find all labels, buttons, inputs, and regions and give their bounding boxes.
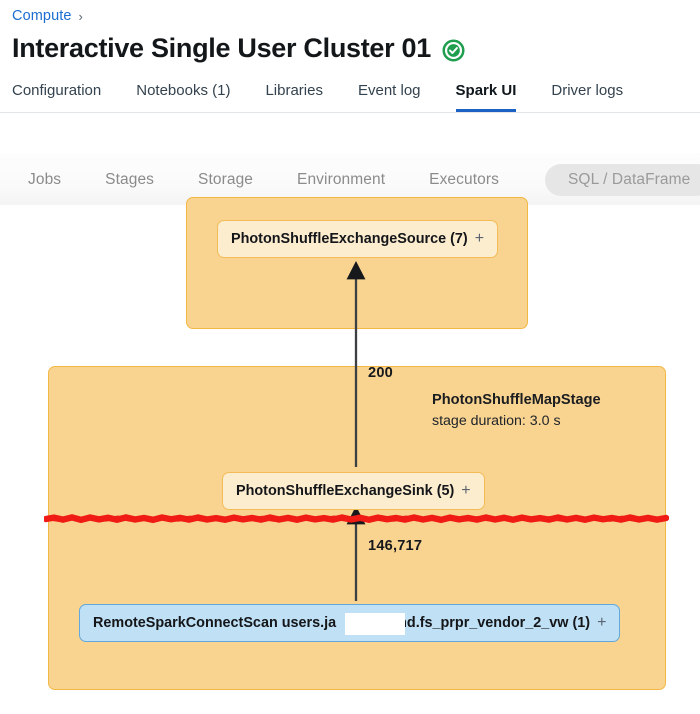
node-photon-shuffle-exchange-sink[interactable]: PhotonShuffleExchangeSink (5) +: [222, 472, 485, 510]
node-photon-shuffle-exchange-source[interactable]: PhotonShuffleExchangeSource (7) +: [217, 220, 499, 258]
sql-query-plan-graph: PhotonShuffleMapStage stage duration: 3.…: [0, 197, 700, 714]
subnav-item-environment[interactable]: Environment: [297, 171, 386, 188]
node-scan-label-after: nd.fs_prpr_vendor_2_vw (1): [398, 615, 591, 631]
tab-spark-ui[interactable]: Spark UI: [455, 81, 517, 112]
tab-notebooks[interactable]: Notebooks (1): [136, 82, 231, 99]
tab-driver-logs[interactable]: Driver logs: [551, 82, 624, 99]
breadcrumb: Compute ›: [12, 8, 83, 24]
node-source-label: PhotonShuffleExchangeSource (7): [231, 231, 468, 247]
breadcrumb-compute-link[interactable]: Compute: [12, 8, 72, 24]
subnav-item-executors[interactable]: Executors: [429, 171, 499, 188]
subnav-item-sql-dataframe[interactable]: SQL / DataFrame: [544, 164, 700, 196]
tabs-divider: [0, 112, 700, 113]
node-sink-expand-icon[interactable]: +: [461, 482, 471, 499]
subnav-item-jobs[interactable]: Jobs: [28, 171, 62, 188]
stage-name-label: PhotonShuffleMapStage: [432, 392, 601, 408]
title-row: Interactive Single User Cluster 01: [12, 31, 465, 65]
redaction-box: [345, 613, 405, 635]
edge-label-rows-146717: 146,717: [368, 538, 423, 554]
check-circle-icon: [442, 38, 465, 62]
node-sink-label: PhotonShuffleExchangeSink (5): [236, 483, 455, 499]
node-scan-expand-icon[interactable]: +: [597, 614, 607, 631]
subnav-item-storage[interactable]: Storage: [198, 171, 254, 188]
spark-subnav: Jobs Stages Storage Environment Executor…: [0, 153, 700, 208]
stage-duration-label: stage duration: 3.0 s: [432, 413, 561, 429]
page-title: Interactive Single User Cluster 01: [12, 33, 431, 63]
subnav-item-stages[interactable]: Stages: [105, 171, 155, 188]
stage-meta: PhotonShuffleMapStage stage duration: 3.…: [432, 390, 672, 432]
tab-libraries[interactable]: Libraries: [265, 82, 323, 99]
breadcrumb-separator-icon: ›: [78, 8, 83, 24]
tab-configuration[interactable]: Configuration: [12, 82, 102, 99]
edge-label-rows-200: 200: [368, 365, 393, 381]
cluster-top-stage: [186, 197, 528, 329]
node-source-expand-icon[interactable]: +: [474, 230, 485, 247]
red-annotation-line: [44, 514, 669, 524]
cluster-tabs: Configuration Notebooks (1) Libraries Ev…: [12, 80, 700, 112]
node-scan-label-before: RemoteSparkConnectScan users.ja: [93, 615, 337, 631]
tab-event-log[interactable]: Event log: [357, 82, 421, 99]
